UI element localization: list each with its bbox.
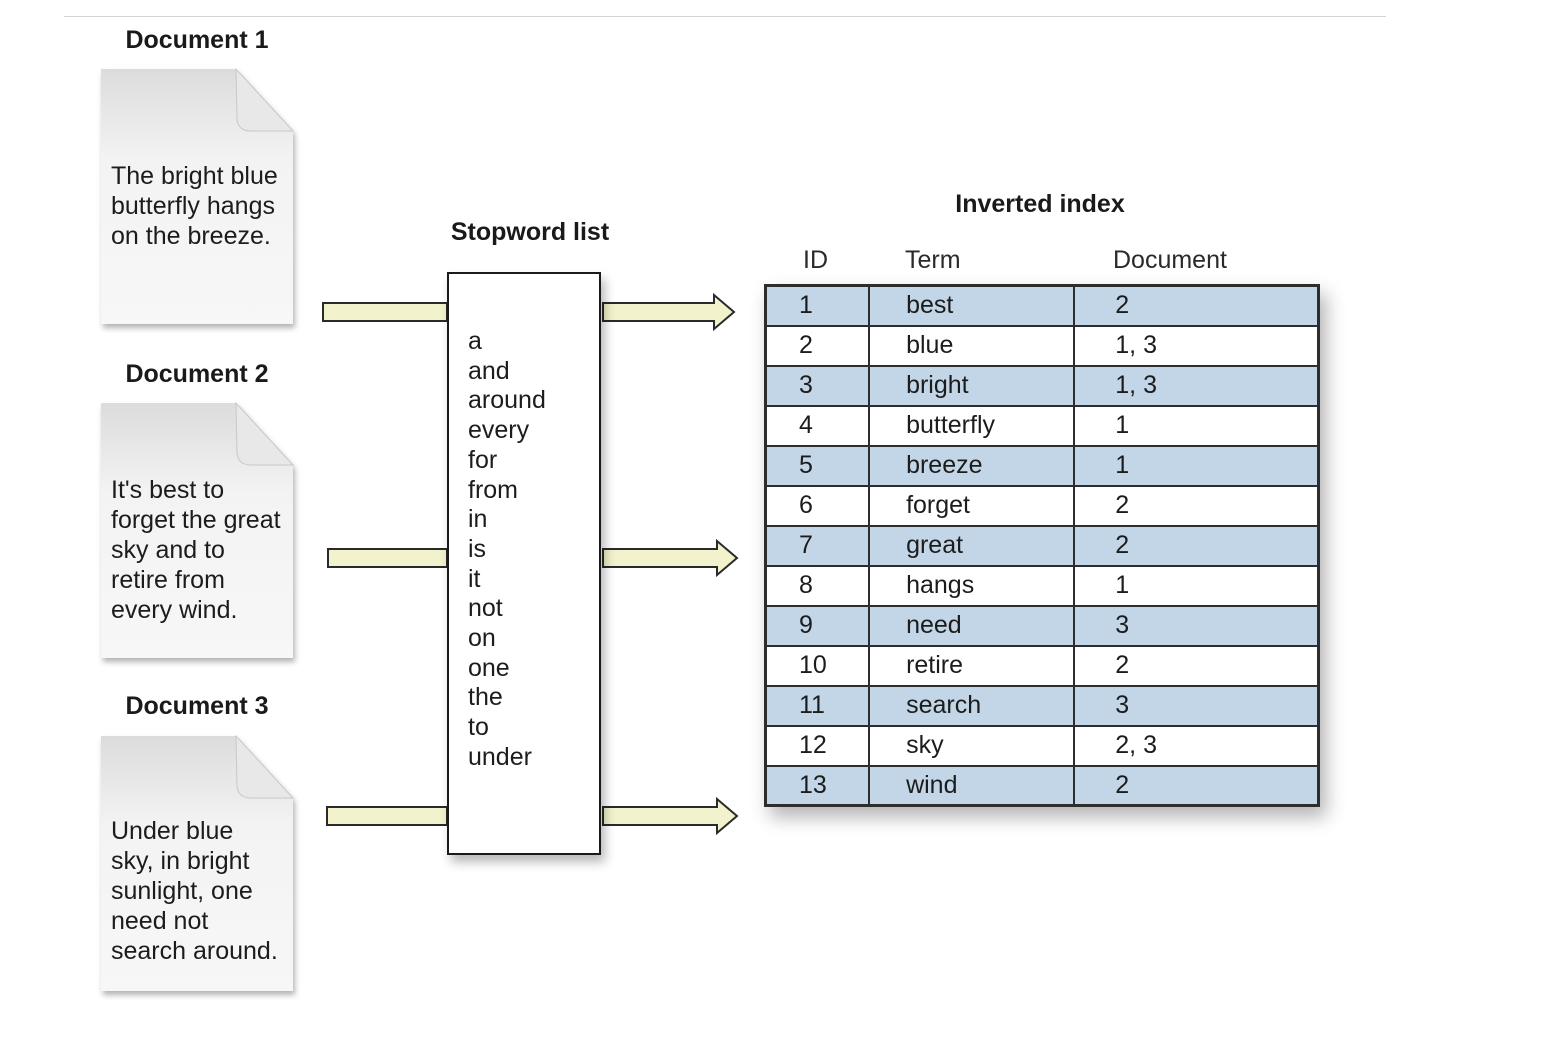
cell-documents: 2, 3: [1073, 724, 1320, 767]
stopword-item: in: [468, 505, 488, 534]
cell-documents: 2: [1073, 484, 1320, 527]
document-3-title: Document 3: [125, 692, 269, 720]
cell-term: need: [868, 604, 1076, 647]
cell-term: best: [868, 284, 1076, 327]
cell-term: forget: [868, 484, 1076, 527]
cell-id: 11: [764, 684, 871, 727]
cell-documents: 1, 3: [1073, 364, 1320, 407]
cell-id: 2: [764, 324, 871, 367]
cell-documents: 1: [1073, 444, 1320, 487]
page-shape: [101, 67, 295, 324]
cell-term: bright: [868, 364, 1076, 407]
top-divider: [64, 16, 1386, 17]
output-arrow-2: [602, 538, 739, 578]
cell-id: 13: [764, 764, 871, 807]
cell-documents: 3: [1073, 684, 1320, 727]
document-3-text: Under blue sky, in bright sunlight, one …: [111, 817, 278, 965]
stopword-item: for: [468, 445, 498, 474]
stopword-item: from: [468, 475, 518, 504]
stopword-item: it: [468, 564, 481, 593]
document-2-text: It's best to forget the great sky and to…: [111, 476, 281, 624]
cell-documents: 2: [1073, 764, 1320, 807]
document-1-title: Document 1: [125, 26, 269, 54]
cell-id: 1: [764, 284, 871, 327]
cell-id: 7: [764, 524, 871, 567]
cell-term: wind: [868, 764, 1076, 807]
cell-id: 4: [764, 404, 871, 447]
cell-id: 12: [764, 724, 871, 767]
cell-documents: 1: [1073, 564, 1320, 607]
cell-documents: 3: [1073, 604, 1320, 647]
stopword-item: to: [468, 713, 489, 742]
stopword-item: a: [468, 327, 482, 355]
cell-id: 6: [764, 484, 871, 527]
cell-id: 10: [764, 644, 871, 687]
stopword-item: around: [468, 386, 546, 415]
cell-term: blue: [868, 324, 1076, 367]
cell-documents: 1: [1073, 404, 1320, 447]
index-title: Inverted index: [955, 190, 1125, 218]
stopword-item: the: [468, 683, 503, 712]
stopword-item: every: [468, 416, 530, 445]
document-1-icon: The bright blue butterfly hangs on the b…: [101, 67, 295, 324]
stopword-title: Stopword list: [450, 218, 610, 246]
output-arrow-1: [602, 292, 736, 332]
page-shape: [101, 401, 295, 658]
stopword-item: under: [468, 742, 532, 771]
page-shape: [101, 734, 295, 991]
stopword-item: not: [468, 594, 503, 623]
input-arrow-3: [326, 806, 448, 826]
cell-term: butterfly: [868, 404, 1076, 447]
document-2-icon: It's best to forget the great sky and to…: [101, 401, 295, 658]
cell-term: sky: [868, 724, 1076, 767]
cell-documents: 2: [1073, 524, 1320, 567]
document-3-icon: Under blue sky, in bright sunlight, one …: [101, 734, 295, 991]
stopword-item: one: [468, 653, 510, 682]
cell-term: breeze: [868, 444, 1076, 487]
cell-id: 5: [764, 444, 871, 487]
input-arrow-2: [327, 548, 448, 568]
cell-term: hangs: [868, 564, 1076, 607]
cell-documents: 1, 3: [1073, 324, 1320, 367]
document-1-text: The bright blue butterfly hangs on the b…: [111, 162, 278, 250]
stopword-item: on: [468, 624, 496, 653]
cell-id: 8: [764, 564, 871, 607]
cell-id: 3: [764, 364, 871, 407]
header-document: Document: [1113, 246, 1227, 274]
stopword-item: and: [468, 356, 510, 385]
cell-id: 9: [764, 604, 871, 647]
cell-term: search: [868, 684, 1076, 727]
input-arrow-1: [322, 302, 448, 322]
stopword-item: is: [468, 534, 487, 563]
cell-documents: 2: [1073, 284, 1320, 327]
header-id: ID: [803, 246, 828, 274]
output-arrow-3: [602, 796, 739, 836]
cell-term: retire: [868, 644, 1076, 687]
cell-term: great: [868, 524, 1076, 567]
document-2-title: Document 2: [125, 360, 269, 388]
header-term: Term: [905, 246, 961, 274]
cell-documents: 2: [1073, 644, 1320, 687]
